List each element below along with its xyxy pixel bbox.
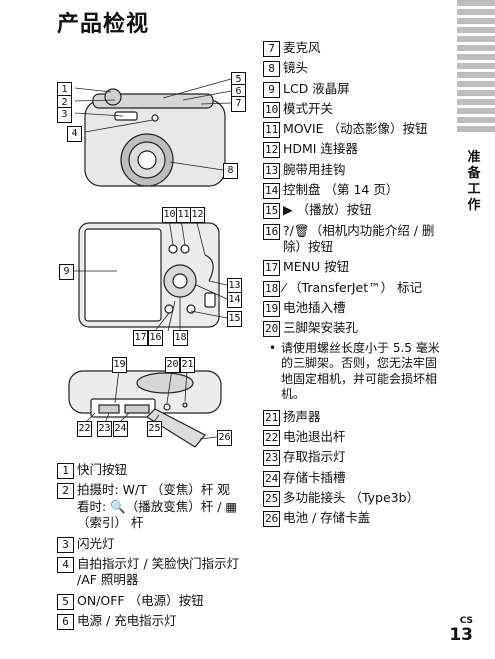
callout-22: 22 <box>77 421 92 437</box>
page-title: 产品检视 <box>57 12 150 37</box>
section-stripe-decoration <box>457 0 495 135</box>
callout-8: 8 <box>223 163 238 179</box>
callout-24: 24 <box>113 421 128 437</box>
callout-10: 10 <box>162 207 177 223</box>
callout-23: 23 <box>97 421 112 437</box>
camera-back-illustration <box>73 218 228 332</box>
list-item: 18⁄ （TransferJet™） 标记 <box>263 279 423 297</box>
camera-front-figure: 1 2 3 4 5 6 7 8 <box>55 70 255 200</box>
camera-bottom-illustration <box>68 368 222 448</box>
callout-21: 21 <box>180 357 195 373</box>
callout-9: 9 <box>59 264 74 280</box>
callout-14: 14 <box>227 292 242 308</box>
list-item: 16?/🗑（相机内功能介绍 / 删除）按钮 <box>263 222 435 255</box>
callout-12: 12 <box>190 207 205 223</box>
callout-20: 20 <box>165 357 180 373</box>
callout-15: 15 <box>227 311 242 327</box>
page-number: 13 <box>449 625 473 645</box>
callout-3: 3 <box>57 107 72 123</box>
camera-bottom-figure: 19 20 21 22 23 24 25 26 <box>55 355 255 455</box>
tripod-note: •请使用螺丝长度小于 5.5 毫米的三脚架。否则，您无法牢固地固定相机，并可能会… <box>269 340 440 402</box>
camera-back-figure: 9 10 11 12 13 14 15 16 17 18 <box>55 205 255 346</box>
callout-7: 7 <box>231 96 246 112</box>
section-tab: 准 备 工 作 <box>467 150 481 213</box>
callout-26: 26 <box>217 430 232 446</box>
callout-4: 4 <box>67 126 82 142</box>
list-item: 15▶ （播放）按钮 <box>263 202 372 220</box>
callout-18: 18 <box>173 330 188 346</box>
page-footer: CS 13 <box>449 616 473 644</box>
callout-16: 16 <box>148 330 163 346</box>
camera-front-illustration <box>74 78 232 187</box>
callout-25: 25 <box>147 421 162 437</box>
callout-11: 11 <box>176 207 191 223</box>
language-code: CS <box>459 616 473 626</box>
callout-17: 17 <box>133 330 148 346</box>
callout-19: 19 <box>112 357 127 373</box>
